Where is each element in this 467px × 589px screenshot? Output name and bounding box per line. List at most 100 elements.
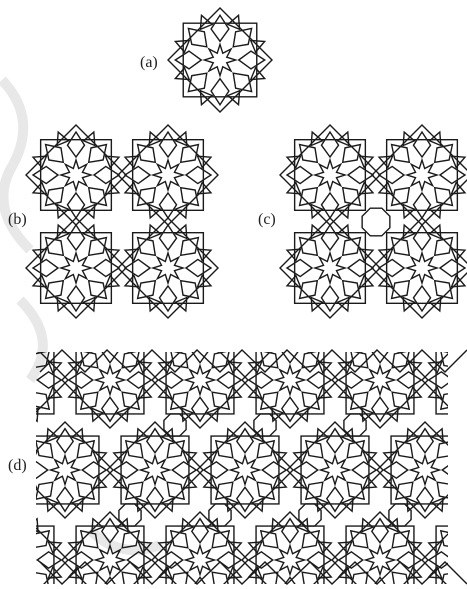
rosette-center-star	[186, 366, 215, 395]
rosette-petal	[321, 132, 338, 157]
rosette-petal	[462, 519, 467, 543]
rosette-petal	[33, 259, 58, 276]
rosette-rim-triangle	[297, 339, 308, 352]
rosette-center-star	[315, 253, 345, 283]
rosette-petal	[67, 132, 84, 157]
rosette-center-star	[366, 366, 395, 395]
rosette-center-star	[51, 456, 80, 485]
rosette-petal	[384, 462, 408, 478]
rosette-petal	[192, 577, 208, 589]
rosette-petal	[0, 392, 8, 409]
rosette-rim-triangle	[453, 477, 466, 488]
rosette-petal	[37, 372, 61, 388]
rosette-center-star	[276, 366, 305, 395]
rosette	[332, 512, 428, 589]
rosette-petal	[348, 166, 373, 183]
rosette-petal	[413, 286, 430, 311]
rosette	[118, 125, 218, 225]
rosette-petal	[321, 225, 338, 250]
panel-label-c: (c)	[258, 211, 276, 228]
rosette-petal	[282, 519, 298, 543]
rosette-rim-triangle	[24, 477, 37, 488]
rosette-petal	[94, 259, 119, 276]
rosette-center-star	[321, 456, 350, 485]
rosette-petal	[0, 572, 8, 589]
rosette-center-star	[276, 546, 305, 575]
rosette-petal	[372, 577, 388, 589]
rosette-rim-triangle	[453, 452, 466, 463]
rosette	[107, 422, 203, 518]
rosette-petal	[237, 487, 253, 511]
rosette-petal	[192, 519, 208, 543]
rosette-petal	[211, 15, 229, 41]
panel-c-rosette-grid-with-octagon	[280, 125, 467, 318]
rosette	[0, 512, 68, 589]
rosette-petal	[159, 286, 176, 311]
rosette-rim-triangle	[272, 339, 283, 352]
panel-label-d: (d)	[8, 457, 27, 474]
rosette-center-star	[61, 253, 91, 283]
rosette-petal	[294, 462, 318, 478]
rosette-petal	[67, 225, 84, 250]
rosette-center-star	[204, 44, 235, 75]
rosette-petal	[102, 577, 118, 589]
rosette-petal	[379, 259, 404, 276]
rosette-center-star	[153, 253, 183, 283]
rosette-petal	[57, 487, 73, 511]
rosette-petal	[114, 462, 138, 478]
rosette	[280, 125, 380, 225]
rosette-petal	[287, 259, 312, 276]
rosette-petal	[204, 462, 228, 478]
rosette-petal	[413, 193, 430, 218]
connecting-octagon	[254, 414, 276, 436]
rosette-petal	[307, 372, 331, 388]
rosette-petal	[413, 132, 430, 157]
rosette-petal	[125, 166, 150, 183]
rosette-rim-triangle	[452, 408, 463, 421]
rosette-petal	[262, 462, 286, 478]
rosette-petal	[82, 462, 106, 478]
rosette-petal	[127, 372, 151, 388]
rosette-center-star	[231, 456, 260, 485]
rosette	[372, 125, 467, 225]
rosette-petal	[249, 372, 273, 388]
rosette-center-star	[6, 546, 35, 575]
rosette-petal	[379, 166, 404, 183]
rosette-petal	[442, 462, 466, 478]
rosette-petal	[440, 166, 465, 183]
rosette-petal	[417, 429, 433, 453]
rosette-petal	[321, 286, 338, 311]
rosette	[26, 125, 126, 225]
rosette-petal	[57, 429, 73, 453]
rosette-rim-triangle	[2, 339, 13, 352]
rosette-petal	[211, 79, 229, 105]
connecting-octagon	[344, 414, 366, 436]
rosette-petal	[282, 397, 298, 421]
rosette	[287, 422, 383, 518]
rosette-center-star	[456, 366, 467, 395]
rosette-petal	[147, 487, 163, 511]
panel-label-b: (b)	[8, 211, 27, 228]
rosette-center-star	[153, 160, 183, 190]
panel-d-border-zigzag	[40, 562, 467, 584]
rosette-center-star	[407, 160, 437, 190]
rosette-rim-triangle	[2, 408, 13, 421]
rosette-petal	[217, 552, 241, 568]
rosette-petal	[12, 397, 28, 421]
rosette-petal	[327, 487, 343, 511]
rosette-petal	[429, 372, 453, 388]
rosette-rim-triangle	[452, 519, 463, 532]
panel-label-a: (a)	[140, 54, 158, 71]
panel-b-rosette-grid	[26, 125, 218, 318]
connecting-octagon	[362, 208, 390, 236]
rosette-petal	[12, 519, 28, 543]
rosette-petal	[12, 339, 28, 363]
rosette-petal	[24, 462, 48, 478]
connecting-octagon	[119, 504, 141, 526]
rosette-rim-triangle	[27, 339, 38, 352]
rosette-rim-triangle	[207, 339, 218, 352]
rosette-rim-triangle	[452, 339, 463, 352]
rosette-petal	[462, 397, 467, 421]
rosette-petal	[186, 259, 211, 276]
